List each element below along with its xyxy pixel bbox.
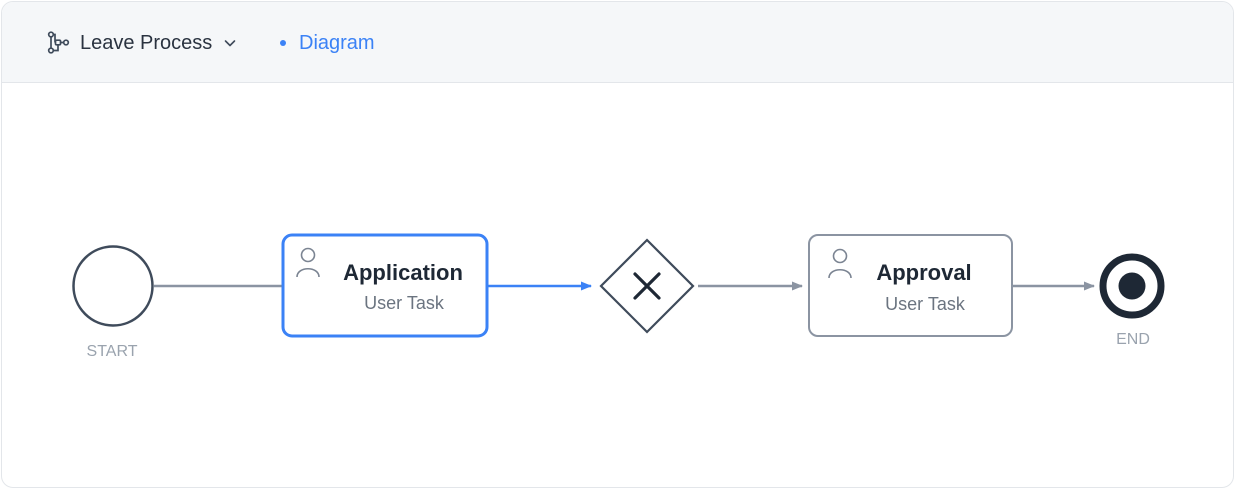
process-name: Leave Process	[80, 31, 213, 54]
end-event-label: END	[1116, 331, 1150, 348]
user-icon	[296, 247, 320, 278]
start-event-label: START	[87, 343, 138, 360]
process-tree-icon	[46, 30, 72, 56]
task-approval[interactable]: Approval User Task	[808, 234, 1013, 337]
tab-diagram-label: Diagram	[299, 31, 375, 54]
user-icon	[828, 248, 852, 279]
task-application-type: User Task	[364, 293, 445, 313]
task-approval-type: User Task	[885, 294, 966, 314]
task-application[interactable]: Application User Task	[281, 233, 489, 338]
end-event[interactable]	[1099, 253, 1165, 319]
chevron-down-icon	[222, 35, 238, 51]
process-selector[interactable]: Leave Process	[46, 28, 238, 58]
tab-diagram[interactable]: Diagram	[280, 28, 375, 58]
start-event[interactable]	[72, 245, 154, 327]
diagram-canvas[interactable]: START Application User Task	[2, 83, 1233, 487]
active-tab-indicator	[280, 40, 286, 46]
x-icon	[633, 272, 661, 300]
task-application-name: Application	[343, 260, 463, 285]
panel-header: Leave Process Diagram	[2, 2, 1233, 83]
task-approval-name: Approval	[876, 260, 971, 285]
bpmn-diagram: START Application User Task	[72, 233, 1165, 360]
exclusive-gateway[interactable]	[599, 238, 695, 334]
